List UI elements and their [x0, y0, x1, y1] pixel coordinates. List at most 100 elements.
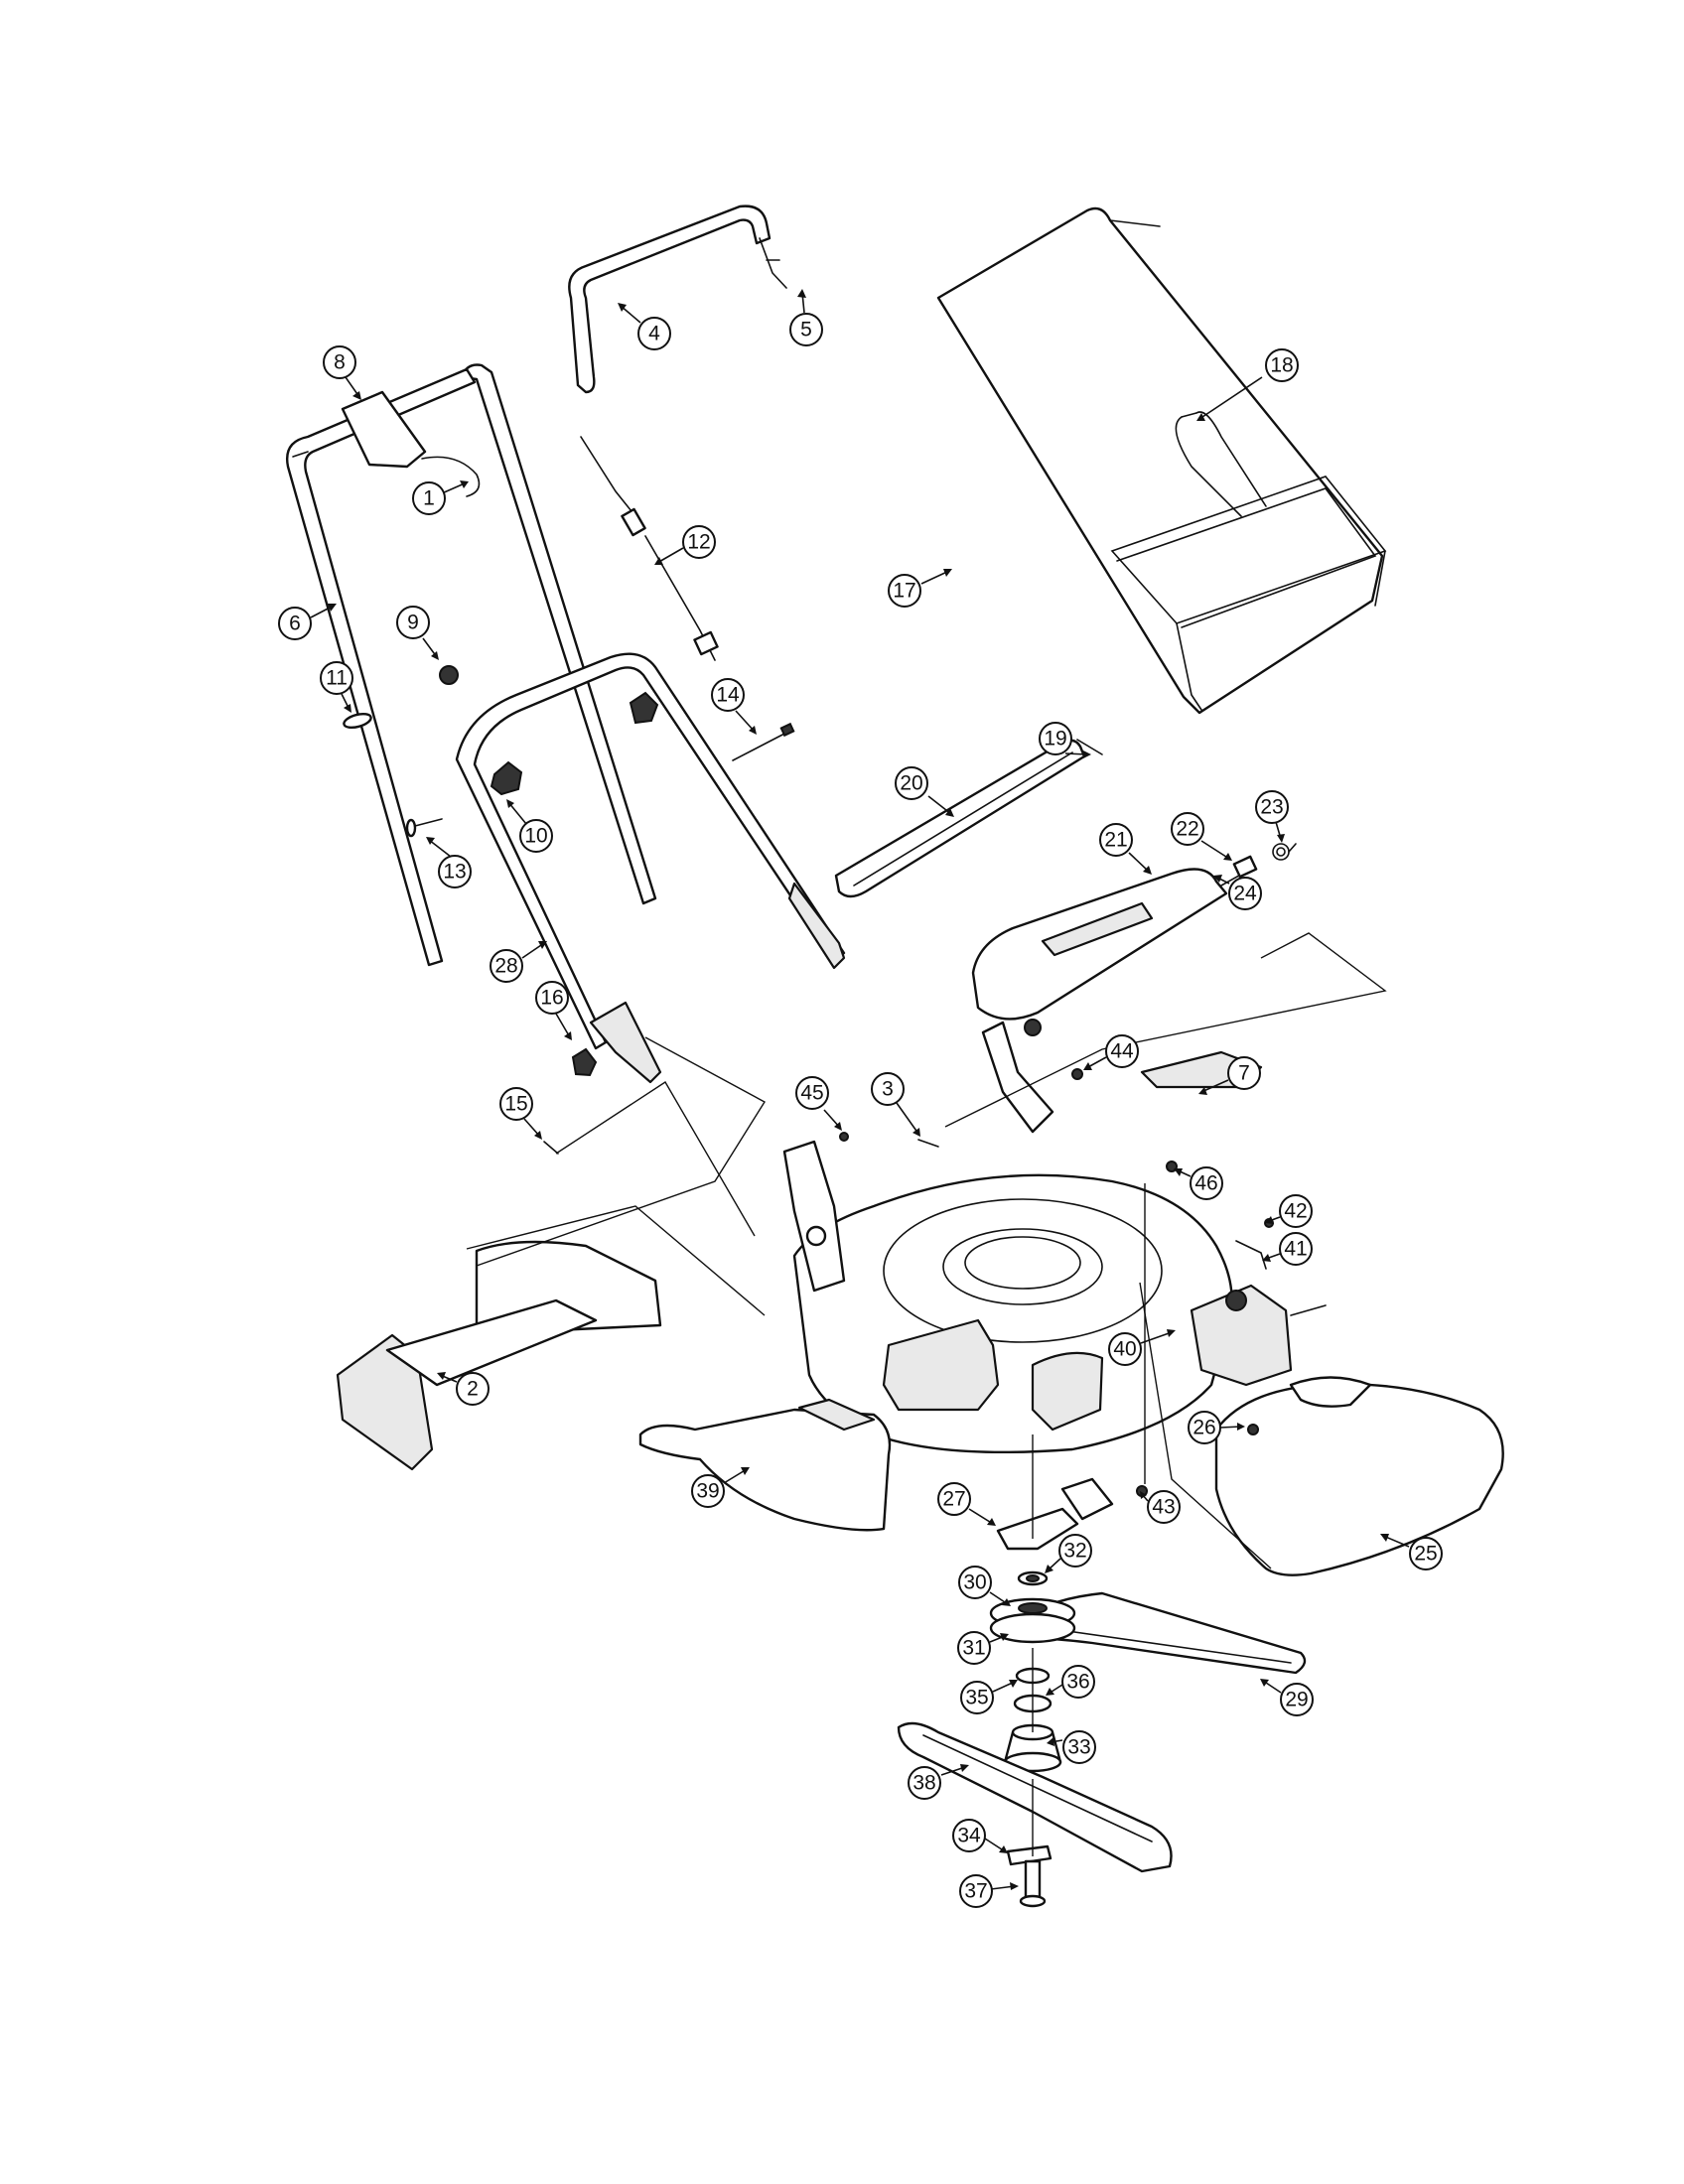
callout-8: 8 — [323, 345, 361, 400]
screw-3 — [917, 1139, 939, 1148]
callout-label-24: 24 — [1233, 883, 1257, 905]
callout-3: 3 — [871, 1072, 920, 1137]
handle-knob-10 — [490, 760, 523, 796]
transmission — [1190, 1284, 1327, 1387]
callout-4: 4 — [618, 303, 671, 350]
callout-label-22: 22 — [1176, 818, 1198, 841]
callout-label-1: 1 — [423, 487, 435, 510]
callout-label-17: 17 — [893, 580, 915, 603]
screw-26 — [1247, 1424, 1259, 1435]
callout-label-44: 44 — [1110, 1040, 1134, 1063]
callout-43: 43 — [1140, 1490, 1181, 1524]
blade-bolt — [1019, 1859, 1047, 1908]
callout-label-35: 35 — [965, 1687, 988, 1709]
bolt-15 — [543, 1141, 559, 1155]
rear-skirt — [1214, 1376, 1504, 1576]
callout-15: 15 — [499, 1087, 542, 1140]
callout-19: 19 — [1039, 722, 1091, 758]
operator-bail — [568, 205, 772, 394]
callout-11: 11 — [320, 661, 353, 713]
callout-label-26: 26 — [1193, 1417, 1215, 1439]
carriage-bolt-13 — [405, 818, 443, 838]
height-adjuster-right — [981, 1021, 1054, 1134]
callout-label-14: 14 — [716, 684, 740, 707]
callout-44: 44 — [1083, 1034, 1139, 1070]
handle-knob-16 — [571, 1047, 598, 1077]
callout-label-4: 4 — [648, 323, 660, 345]
callout-label-41: 41 — [1284, 1238, 1307, 1261]
callout-33: 33 — [1047, 1730, 1096, 1764]
mulch-plug — [336, 1240, 662, 1471]
screw-44 — [1071, 1068, 1083, 1080]
mower-deck — [792, 1173, 1233, 1454]
callout-30: 30 — [958, 1566, 1011, 1606]
callout-1: 1 — [412, 480, 469, 515]
callout-label-42: 42 — [1284, 1200, 1307, 1223]
callout-23: 23 — [1255, 790, 1289, 843]
cable-tie — [732, 722, 795, 761]
height-adjuster-left — [782, 1140, 846, 1293]
callout-14: 14 — [711, 678, 757, 735]
callout-label-30: 30 — [963, 1571, 986, 1594]
callout-label-6: 6 — [289, 613, 301, 635]
bail-link — [759, 237, 787, 289]
callout-24: 24 — [1213, 875, 1262, 910]
callout-label-43: 43 — [1152, 1496, 1175, 1519]
callout-label-15: 15 — [504, 1093, 527, 1116]
grass-catcher-bag — [936, 206, 1384, 715]
pulley-bearing — [1017, 1570, 1049, 1586]
callout-label-8: 8 — [334, 351, 346, 374]
callout-16: 16 — [535, 981, 572, 1040]
handle-control — [341, 390, 481, 497]
callout-37: 37 — [959, 1874, 1019, 1908]
callout-5: 5 — [789, 289, 823, 346]
callout-label-9: 9 — [407, 612, 419, 634]
callout-label-20: 20 — [900, 772, 922, 795]
callout-label-2: 2 — [467, 1378, 479, 1401]
handle-knob-upper — [439, 665, 459, 685]
callout-13: 13 — [426, 837, 472, 888]
callout-label-45: 45 — [800, 1082, 823, 1105]
assembly-guide-lines — [466, 932, 1387, 1856]
callout-label-19: 19 — [1044, 728, 1066, 751]
callout-9: 9 — [396, 606, 439, 660]
callout-36: 36 — [1046, 1665, 1095, 1699]
side-discharge-chute — [638, 1398, 892, 1532]
callout-label-7: 7 — [1238, 1062, 1250, 1085]
callout-label-25: 25 — [1414, 1543, 1437, 1566]
clevis-pin — [343, 712, 372, 730]
callout-label-23: 23 — [1260, 796, 1283, 819]
lower-handle — [455, 652, 846, 1084]
callout-41: 41 — [1262, 1232, 1313, 1266]
callout-label-21: 21 — [1104, 829, 1127, 852]
handle-knob-right — [629, 691, 659, 725]
callout-26: 26 — [1188, 1411, 1245, 1444]
callout-32: 32 — [1045, 1534, 1092, 1573]
screw-45 — [839, 1132, 849, 1142]
callout-label-34: 34 — [957, 1825, 981, 1847]
callout-40: 40 — [1108, 1329, 1176, 1366]
callout-label-5: 5 — [800, 319, 812, 341]
spring-41 — [1235, 1240, 1267, 1270]
callout-label-3: 3 — [882, 1078, 894, 1101]
callout-label-36: 36 — [1066, 1671, 1089, 1694]
callout-20: 20 — [895, 766, 954, 817]
upper-handle — [286, 363, 657, 967]
callout-31: 31 — [957, 1631, 1009, 1665]
callout-22: 22 — [1171, 812, 1232, 861]
callout-17: 17 — [888, 569, 952, 608]
callout-35: 35 — [960, 1680, 1018, 1714]
callout-label-28: 28 — [494, 955, 517, 978]
blade-retainer — [1006, 1844, 1052, 1866]
callout-29: 29 — [1260, 1679, 1314, 1716]
callout-7: 7 — [1198, 1056, 1261, 1095]
catcher-frame-handle — [1110, 411, 1387, 711]
door-spacer — [1232, 855, 1258, 879]
callout-label-29: 29 — [1285, 1689, 1308, 1711]
callout-46: 46 — [1174, 1166, 1223, 1200]
callout-6: 6 — [278, 604, 337, 640]
callout-label-38: 38 — [912, 1772, 935, 1795]
callout-label-13: 13 — [443, 861, 466, 884]
hinge-rod — [834, 739, 1103, 898]
